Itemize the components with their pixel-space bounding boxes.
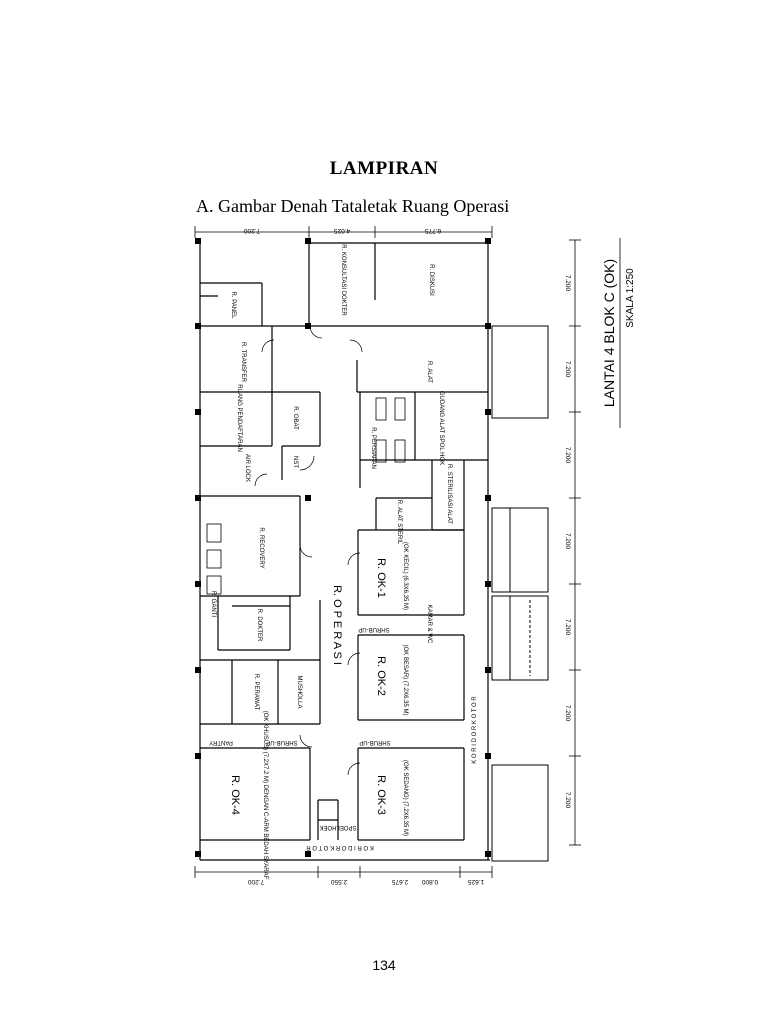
dim-bottom-3: 2.675 xyxy=(391,878,408,885)
room-labels: R. KONSULTASI DOKTER R. DISKUSI R. PANEL… xyxy=(209,244,478,879)
columns xyxy=(195,238,491,857)
room-alat: R. ALAT xyxy=(426,361,432,383)
room-transfer: R. TRANSFER xyxy=(240,342,246,383)
room-perawat: R. PERAWAT xyxy=(253,674,259,711)
room-ok4: R. OK-4 xyxy=(229,775,241,815)
dim-right-2: 7.200 xyxy=(564,361,571,378)
dim-right-4: 7.200 xyxy=(564,533,571,550)
room-operasi: R. O P E R A S I xyxy=(331,585,343,665)
dimension-lines xyxy=(194,226,581,878)
walls xyxy=(199,242,490,861)
dim-right-1: 7.200 xyxy=(564,275,571,292)
dim-bottom-5: 1.625 xyxy=(467,878,484,885)
room-pantry: PANTRY xyxy=(209,739,233,745)
room-spoelhoek: SPOELHOEK xyxy=(319,824,356,830)
room-recovery: R. RECOVERY xyxy=(258,527,264,568)
room-ok3-sub: (OK SEDANG) (7.2X6.35 M) xyxy=(402,760,408,836)
page-number: 134 xyxy=(372,957,396,973)
dim-bottom-2: 2.550 xyxy=(330,878,347,885)
dim-bottom-1: 7.200 xyxy=(247,878,264,885)
plan-caption: LANTAI 4 BLOK C (OK) xyxy=(601,259,617,407)
room-ok1-sub: (OK KECIL) (6.3X6.35 M) xyxy=(402,542,408,610)
room-ok2-sub: (OK BESAR) (7.2X6.35 M) xyxy=(402,644,408,715)
dim-right-3: 7.200 xyxy=(564,447,571,464)
room-ganti: R. GANTI xyxy=(210,591,216,617)
dimension-top-labels: 7.200 4.025 6.775 xyxy=(243,227,441,234)
room-alat-steril: R. ALAT STERIL xyxy=(396,500,402,545)
room-koridor-kotor-2: K O R I D O R K O T O R xyxy=(306,844,374,850)
room-mushola: MUSHOLLA xyxy=(296,675,302,708)
dim-right-6: 7.200 xyxy=(564,705,571,722)
room-konsultasi: R. KONSULTASI DOKTER xyxy=(340,244,346,316)
room-air-lock: AIR LOCK xyxy=(244,454,250,482)
room-obat: R. OBAT xyxy=(292,406,298,430)
room-ok2: R. OK-2 xyxy=(375,656,387,696)
dim-top-3: 6.775 xyxy=(424,227,441,234)
room-sterilisasi: R. STERILISASI ALAT xyxy=(446,464,452,524)
dim-bottom-4: 0.800 xyxy=(421,878,438,885)
room-shrub-up-2: SHRUB-UP xyxy=(266,739,297,745)
room-koridor-kotor-1: K O R I D O R K O T O R xyxy=(472,696,478,764)
room-shrub-up-1: SHRUB-UP xyxy=(358,626,389,632)
balconies xyxy=(491,325,549,862)
room-shrub-up-3: SHRUB-UP xyxy=(359,739,390,745)
room-panel: R. PANEL xyxy=(230,292,236,320)
beds xyxy=(206,397,406,595)
dim-right-5: 7.200 xyxy=(564,619,571,636)
dimension-right-labels: 7.200 7.200 7.200 7.200 7.200 7.200 7.20… xyxy=(564,275,571,809)
dim-right-7: 7.200 xyxy=(564,792,571,809)
room-ok1: R. OK-1 xyxy=(375,558,387,598)
document-subtitle: A. Gambar Denah Tataletak Ruang Operasi xyxy=(196,196,510,216)
dim-top-2: 4.025 xyxy=(333,227,350,234)
dim-top-1: 7.200 xyxy=(243,227,260,234)
room-ok4-sub: (OK KHUSUS) (7.2X7.2 M) DENGAN C-ARM BED… xyxy=(262,711,268,880)
room-dokter: R. DOKTER xyxy=(256,609,262,642)
dimension-bottom-labels: 7.200 2.550 2.675 0.800 1.625 xyxy=(247,878,484,885)
doors xyxy=(254,325,363,776)
room-kamar-wc: KAMAR & WC xyxy=(426,605,432,644)
room-nst: NST xyxy=(292,456,298,468)
room-ok3: R. OK-3 xyxy=(375,775,387,815)
room-pendaftaran: RUANG PENDAFTARAN xyxy=(236,384,242,452)
document-title: LAMPIRAN xyxy=(329,158,439,179)
room-gudang-alat: GUDANG ALAT SPOL HOK xyxy=(438,391,444,465)
room-diskusi: R. DISKUSI xyxy=(428,264,434,296)
room-persiapan: R. PERSIAPAN xyxy=(370,427,376,469)
plan-scale: SKALA 1:250 xyxy=(625,268,636,328)
